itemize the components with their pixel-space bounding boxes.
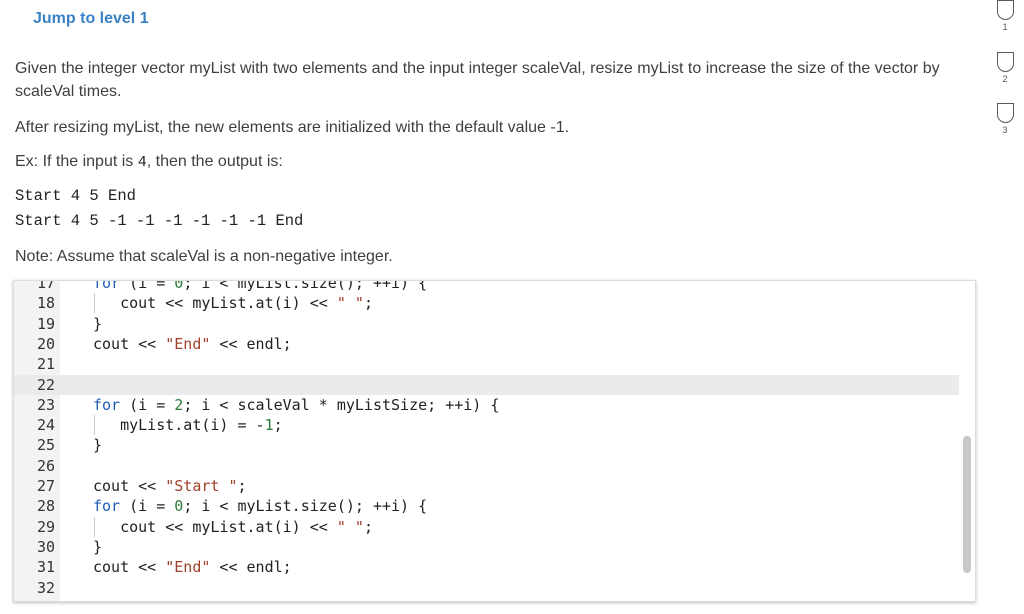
code-line[interactable]: 24 myList.at(i) = -1; [14, 415, 959, 435]
example-output-line-2: Start 4 5 -1 -1 -1 -1 -1 -1 End [15, 212, 304, 230]
line-number: 21 [36, 355, 55, 374]
indent-guide [94, 415, 95, 436]
example-input: 4 [137, 154, 147, 171]
code-line[interactable]: 32 [14, 578, 959, 598]
example-output-line-1: Start 4 5 End [15, 187, 136, 205]
level-badge-3[interactable]: 3 [990, 103, 1020, 135]
level-shield-icon [996, 0, 1014, 20]
code-text[interactable]: cout << "End" << endl; [93, 558, 292, 577]
code-text[interactable]: cout << "End" << endl; [93, 334, 292, 353]
line-number: 19 [36, 314, 55, 333]
level-number: 2 [1002, 74, 1008, 84]
level-badge-2[interactable]: 2 [990, 52, 1020, 84]
code-line[interactable]: 26 [14, 456, 959, 476]
level-shield-icon [996, 52, 1014, 72]
line-number-gutter [14, 281, 60, 601]
example-text: Ex: If the input is 4, then the output i… [15, 150, 283, 174]
example-prefix: Ex: If the input is [15, 153, 138, 170]
line-number: 26 [36, 456, 55, 475]
line-number: 28 [36, 497, 55, 516]
line-number: 29 [36, 517, 55, 536]
code-line[interactable]: 23 for (i = 2; i < scaleVal * myListSize;… [14, 395, 959, 415]
code-line[interactable]: 31 cout << "End" << endl; [14, 557, 959, 577]
code-text[interactable]: myList.at(i) = -1; [93, 416, 283, 435]
line-number: 25 [36, 436, 55, 455]
level-number: 1 [1002, 22, 1008, 32]
indent-guide [94, 293, 95, 314]
line-number: 31 [36, 558, 55, 577]
assumption-note: Note: Assume that scaleVal is a non-nega… [15, 248, 393, 265]
code-text[interactable]: } [93, 314, 103, 333]
code-text[interactable]: } [93, 537, 103, 556]
line-number: 17 [36, 280, 55, 292]
level-shield-icon [996, 103, 1014, 123]
indent-guide [94, 516, 95, 537]
code-line[interactable]: 22 [14, 374, 959, 395]
code-line[interactable]: 18 cout << myList.at(i) << " "; [14, 293, 959, 313]
code-line[interactable]: 27 cout << "Start "; [14, 476, 959, 496]
code-line[interactable]: 29 cout << myList.at(i) << " "; [14, 517, 959, 537]
line-number: 23 [36, 395, 55, 414]
code-text[interactable]: cout << "Start "; [93, 477, 247, 495]
code-line[interactable]: 20 cout << "End" << endl; [14, 334, 959, 354]
line-number: 24 [36, 416, 55, 435]
code-text[interactable]: for (i = 2; i < scaleVal * myListSize; +… [93, 395, 500, 414]
problem-intro: Given the integer vector myList with two… [15, 60, 940, 100]
example-suffix: , then the output is: [146, 153, 283, 170]
resize-note: After resizing myList, the new elements … [15, 119, 570, 136]
line-number: 30 [36, 537, 55, 556]
code-line[interactable]: 19} [14, 314, 959, 334]
level-badge-1[interactable]: 1 [990, 0, 1020, 32]
level-number: 3 [1002, 125, 1008, 135]
code-text[interactable]: } [93, 436, 103, 455]
code-line[interactable]: 30} [14, 537, 959, 557]
code-line[interactable]: 25} [14, 435, 959, 455]
code-line[interactable]: 28 for (i = 0; i < myList.size(); ++i) { [14, 496, 959, 516]
code-text[interactable]: for (i = 0; i < myList.size(); ++i) { [93, 497, 428, 516]
line-number: 20 [36, 334, 55, 353]
line-number: 27 [36, 477, 55, 495]
line-number: 18 [36, 294, 55, 313]
editor-scrollbar[interactable] [963, 436, 971, 573]
code-text[interactable]: cout << myList.at(i) << " "; [93, 294, 373, 313]
code-line[interactable]: 17 for (i = 0; i < myList.size(); ++i) { [14, 280, 959, 293]
line-number: 22 [36, 375, 55, 394]
code-text[interactable]: cout << myList.at(i) << " "; [93, 517, 373, 536]
line-number: 32 [36, 578, 55, 597]
jump-to-level-link[interactable]: Jump to level 1 [33, 10, 149, 27]
code-text[interactable]: for (i = 0; i < myList.size(); ++i) { [93, 280, 428, 292]
code-line[interactable]: 21 [14, 354, 959, 374]
